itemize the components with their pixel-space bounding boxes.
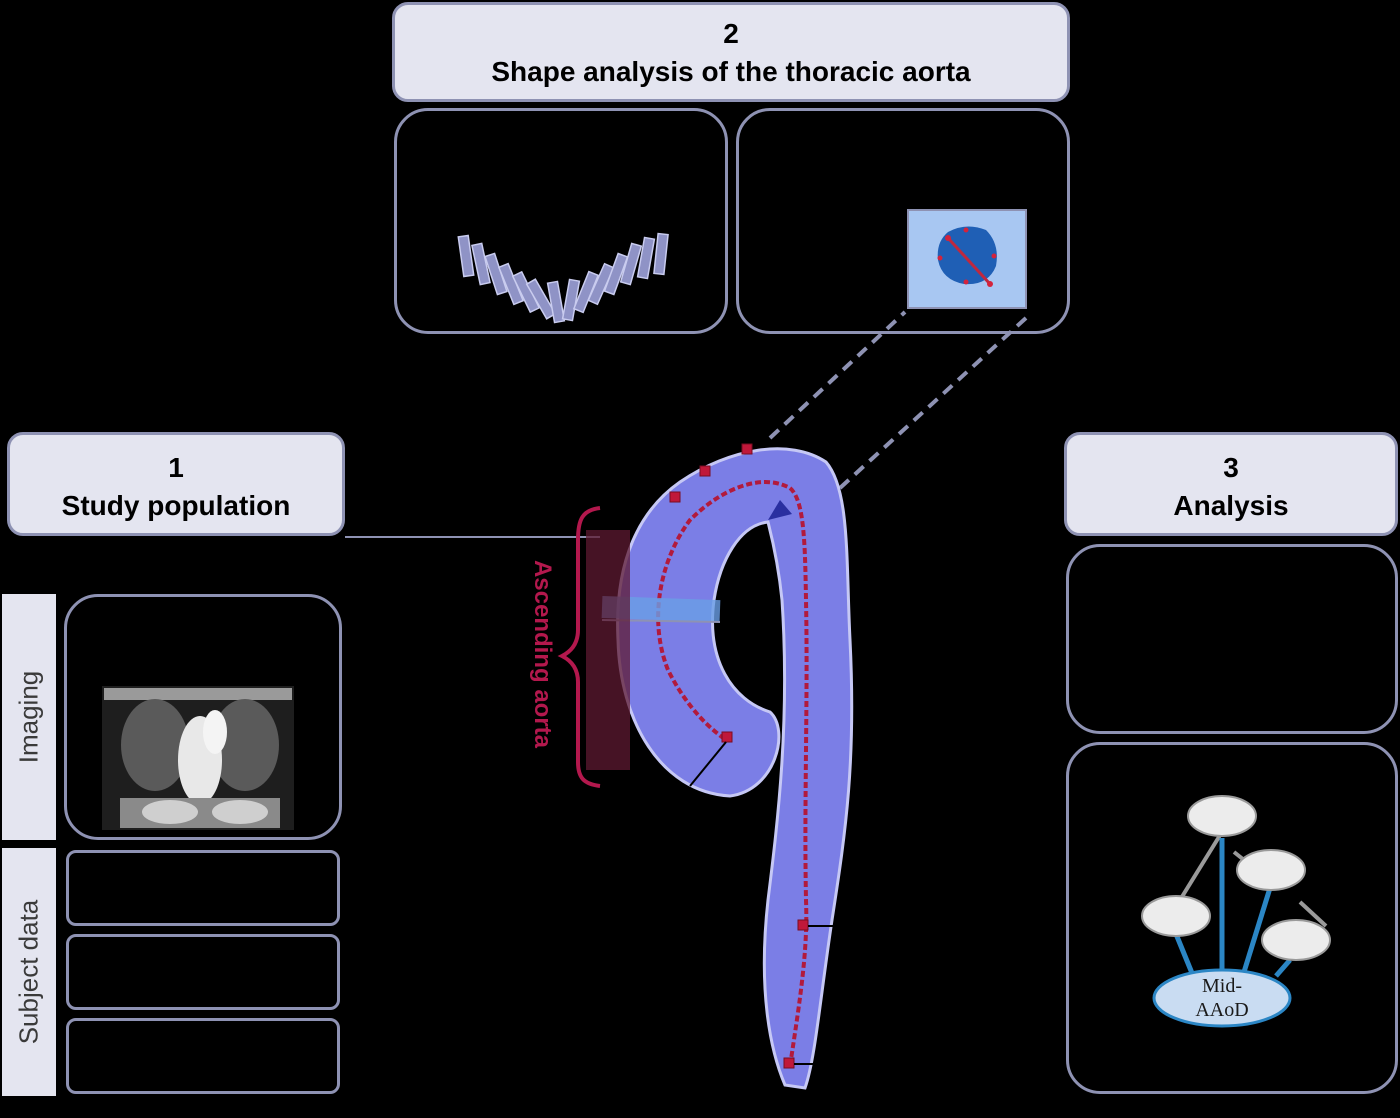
analysis-panel-top <box>1066 544 1398 734</box>
analysis-title: Analysis <box>1173 490 1289 521</box>
outcome-node-line2: AAoD <box>1195 999 1249 1021</box>
study-population-header: 1 Study population <box>7 432 345 536</box>
mri-image <box>102 686 294 830</box>
network-node-1 <box>1187 795 1257 837</box>
aorta-model <box>601 443 854 1090</box>
zoom-line-right <box>838 316 1028 490</box>
analysis-number: 3 <box>1223 452 1239 483</box>
outcome-node-label: Mid- AAoD <box>1172 974 1272 1022</box>
network-node-2 <box>1236 849 1306 891</box>
zoom-line-left <box>768 310 907 440</box>
shape-analysis-title: Shape analysis of the thoracic aorta <box>491 56 971 87</box>
study-population-number: 1 <box>168 452 184 483</box>
cross-section-stack-icon <box>457 232 669 324</box>
ascending-aorta-label: Ascending aorta <box>529 559 556 749</box>
subject-data-box-1 <box>66 850 340 926</box>
subject-data-box-3 <box>66 1018 340 1094</box>
imaging-side-label: Imaging <box>2 594 56 840</box>
shape-analysis-number: 2 <box>723 18 739 49</box>
ascending-aorta-bracket <box>557 506 630 788</box>
outcome-node-line1: Mid- <box>1202 975 1242 997</box>
network-node-4 <box>1261 919 1331 961</box>
analysis-header: 3 Analysis <box>1064 432 1398 536</box>
network-graph <box>1141 795 1331 1028</box>
subject-data-side-label: Subject data <box>2 848 56 1096</box>
subject-data-box-2 <box>66 934 340 1010</box>
study-population-title: Study population <box>61 490 291 521</box>
shape-analysis-header: 2 Shape analysis of the thoracic aorta <box>392 2 1070 102</box>
network-node-3 <box>1141 895 1211 937</box>
outcome-node <box>1152 968 1292 1028</box>
cross-section-stack-panel <box>394 108 728 334</box>
diameter-measure-icon <box>907 209 1027 309</box>
